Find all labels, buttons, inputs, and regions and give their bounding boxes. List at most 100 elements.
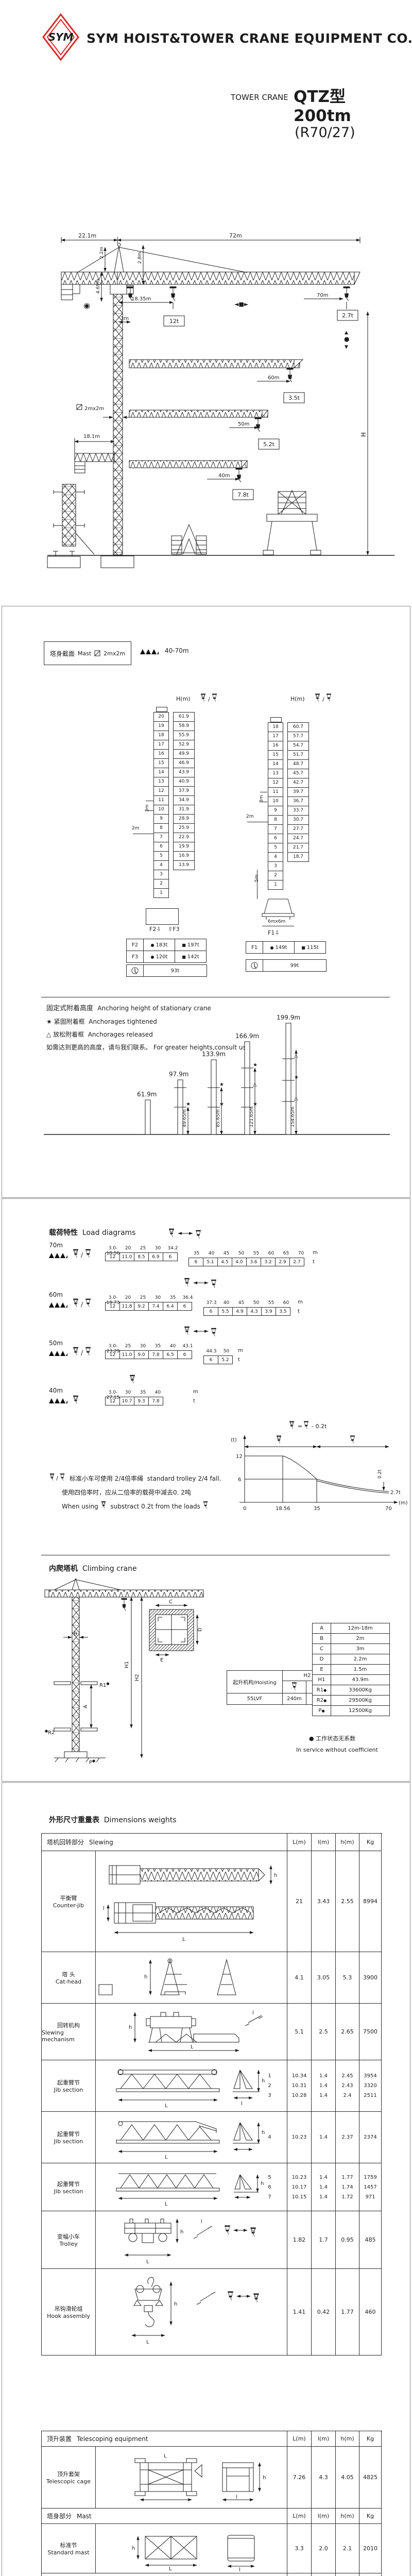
mast-section-cell: 16	[268, 741, 283, 751]
f3-label: F3	[173, 926, 180, 933]
table3-head-en: Mast	[77, 2512, 92, 2520]
mast-section-cell: 11	[268, 787, 283, 797]
svg-text:/: /	[56, 1475, 58, 1482]
mast-section-cell: 19	[153, 721, 169, 731]
svg-text:L: L	[164, 2453, 167, 2459]
svg-text:/: /	[81, 1301, 83, 1308]
f3-out-service: ■142t	[175, 951, 207, 963]
trolley-note-2: 使用四倍率时，应从二倍率的载荷中减去0. 2吨	[62, 1489, 191, 1496]
svg-text:L: L	[191, 2044, 194, 2050]
mast-section-cell: 12	[268, 778, 283, 788]
dim-B: B	[74, 1631, 77, 1637]
square-diagonal-icon	[94, 650, 100, 656]
height-cell: 45.7	[287, 769, 309, 778]
dimensions-title: 外形尺寸重量表 Dimensions weights	[49, 1816, 177, 1824]
telescopic-cage-drawing: L h l	[134, 2453, 266, 2501]
down-arrow-icon: ⇩	[156, 926, 161, 933]
dim-H2: H2	[134, 1674, 140, 1681]
hoist-model: 55LVF	[227, 1693, 283, 1705]
mast-section-cell: 10	[153, 805, 169, 815]
xtick-0: 0	[243, 1506, 246, 1512]
mast-section-box: 塔身截面 Mast 2mx2m	[44, 641, 131, 665]
col-kg: Kg	[359, 1834, 382, 1851]
dim-6x6: 6mx6m	[268, 919, 286, 924]
mast-section-cell: 9	[268, 806, 283, 816]
f2-label: F2	[149, 926, 157, 933]
slewing-mechanism-drawing: h L l	[129, 2010, 263, 2052]
jib-60-label: 60m	[49, 1291, 63, 1298]
reaction-f2-f3: F2⇩ ⇧F3	[149, 926, 180, 933]
anchoring-title: 固定式附着高度 Anchoring height of stationary c…	[46, 1005, 211, 1012]
height-cell: 37.9	[173, 786, 195, 796]
mast-section-cell: 3	[153, 870, 169, 879]
company-header: SYM SYM HOIST&TOWER CRANE EQUIPMENT CO.,…	[0, 9, 412, 61]
hm-header-left: H(m)	[176, 696, 191, 702]
fall-icons: /	[49, 1473, 65, 1482]
y-unit: (t)	[231, 1437, 237, 1443]
self-load-left-value: 93t	[143, 964, 207, 977]
triangle-icon: △	[46, 1031, 52, 1038]
mast-section-cell: 7	[268, 824, 283, 834]
mast-section-cell: 15	[153, 758, 169, 768]
mast-section-cell: 17	[268, 732, 283, 741]
mast-section-cell: 4	[268, 852, 283, 862]
mast-section-cell: 4	[153, 860, 169, 870]
f1-key: F1	[246, 941, 263, 954]
fall-icons: /	[73, 1249, 91, 1259]
height-cell: 39.7	[287, 787, 309, 797]
svg-text:l: l	[252, 2010, 254, 2016]
height-cell: 55.9	[173, 731, 195, 740]
mast-section-cell: 5	[268, 843, 283, 853]
mast-section-cell: 2	[153, 879, 169, 889]
height-cell: 25.9	[173, 823, 195, 833]
height-cell: 60.7	[287, 722, 309, 732]
dim-70: 70m	[317, 293, 328, 298]
mast-section-cell: 2	[268, 871, 283, 880]
title-variant: (R70/27)	[295, 125, 355, 141]
mast-section-cell: 18	[268, 722, 283, 732]
f3-table: F3 ●120t ■142t	[126, 951, 207, 963]
end-load: 2.7t	[390, 1490, 401, 1496]
dim-jib: 72m	[229, 232, 242, 239]
f3-in-service: ●120t	[143, 951, 175, 963]
height-cell: 21.7	[287, 843, 309, 853]
height-cell: 54.7	[287, 741, 309, 751]
load-7-8t: 7.8t	[237, 492, 249, 498]
dim-2m-right: 2m	[246, 814, 254, 819]
trolley-switch-icon	[129, 1375, 135, 1384]
unit-m: m	[313, 1250, 318, 1256]
hoisting-icon: ▲	[345, 330, 348, 335]
trolley-switch-icons	[168, 1228, 201, 1239]
svg-text:/: /	[208, 696, 210, 703]
hoisting-label: 起升机构/Hoisting	[227, 1671, 283, 1693]
svg-text:l: l	[239, 2567, 241, 2573]
climbing-note-cn: ● 工作状态无系数	[309, 1735, 356, 1742]
slewing-icon: ◉	[83, 301, 90, 310]
svg-text:l: l	[236, 2495, 237, 2500]
f1-in-service: ●149t	[263, 941, 295, 954]
jib-index-column: 4	[268, 2134, 271, 2140]
climbing-note-en: In service without coefficient	[296, 1747, 378, 1753]
table1-head-cn: 塔机回转部分	[47, 1839, 84, 1846]
fall-icons-right: /	[315, 693, 332, 703]
f2-out-service: ■197t	[175, 939, 207, 951]
svg-text:/: /	[322, 696, 324, 703]
two-fall-icon	[283, 1681, 306, 1693]
dim-18-35: 18.35m	[131, 296, 151, 302]
climbing-title: 内爬塔机 Climbing crane	[49, 1565, 137, 1573]
self-load-icon	[126, 964, 144, 977]
svg-text:h: h	[262, 2130, 265, 2136]
page-4	[2, 1782, 410, 2576]
